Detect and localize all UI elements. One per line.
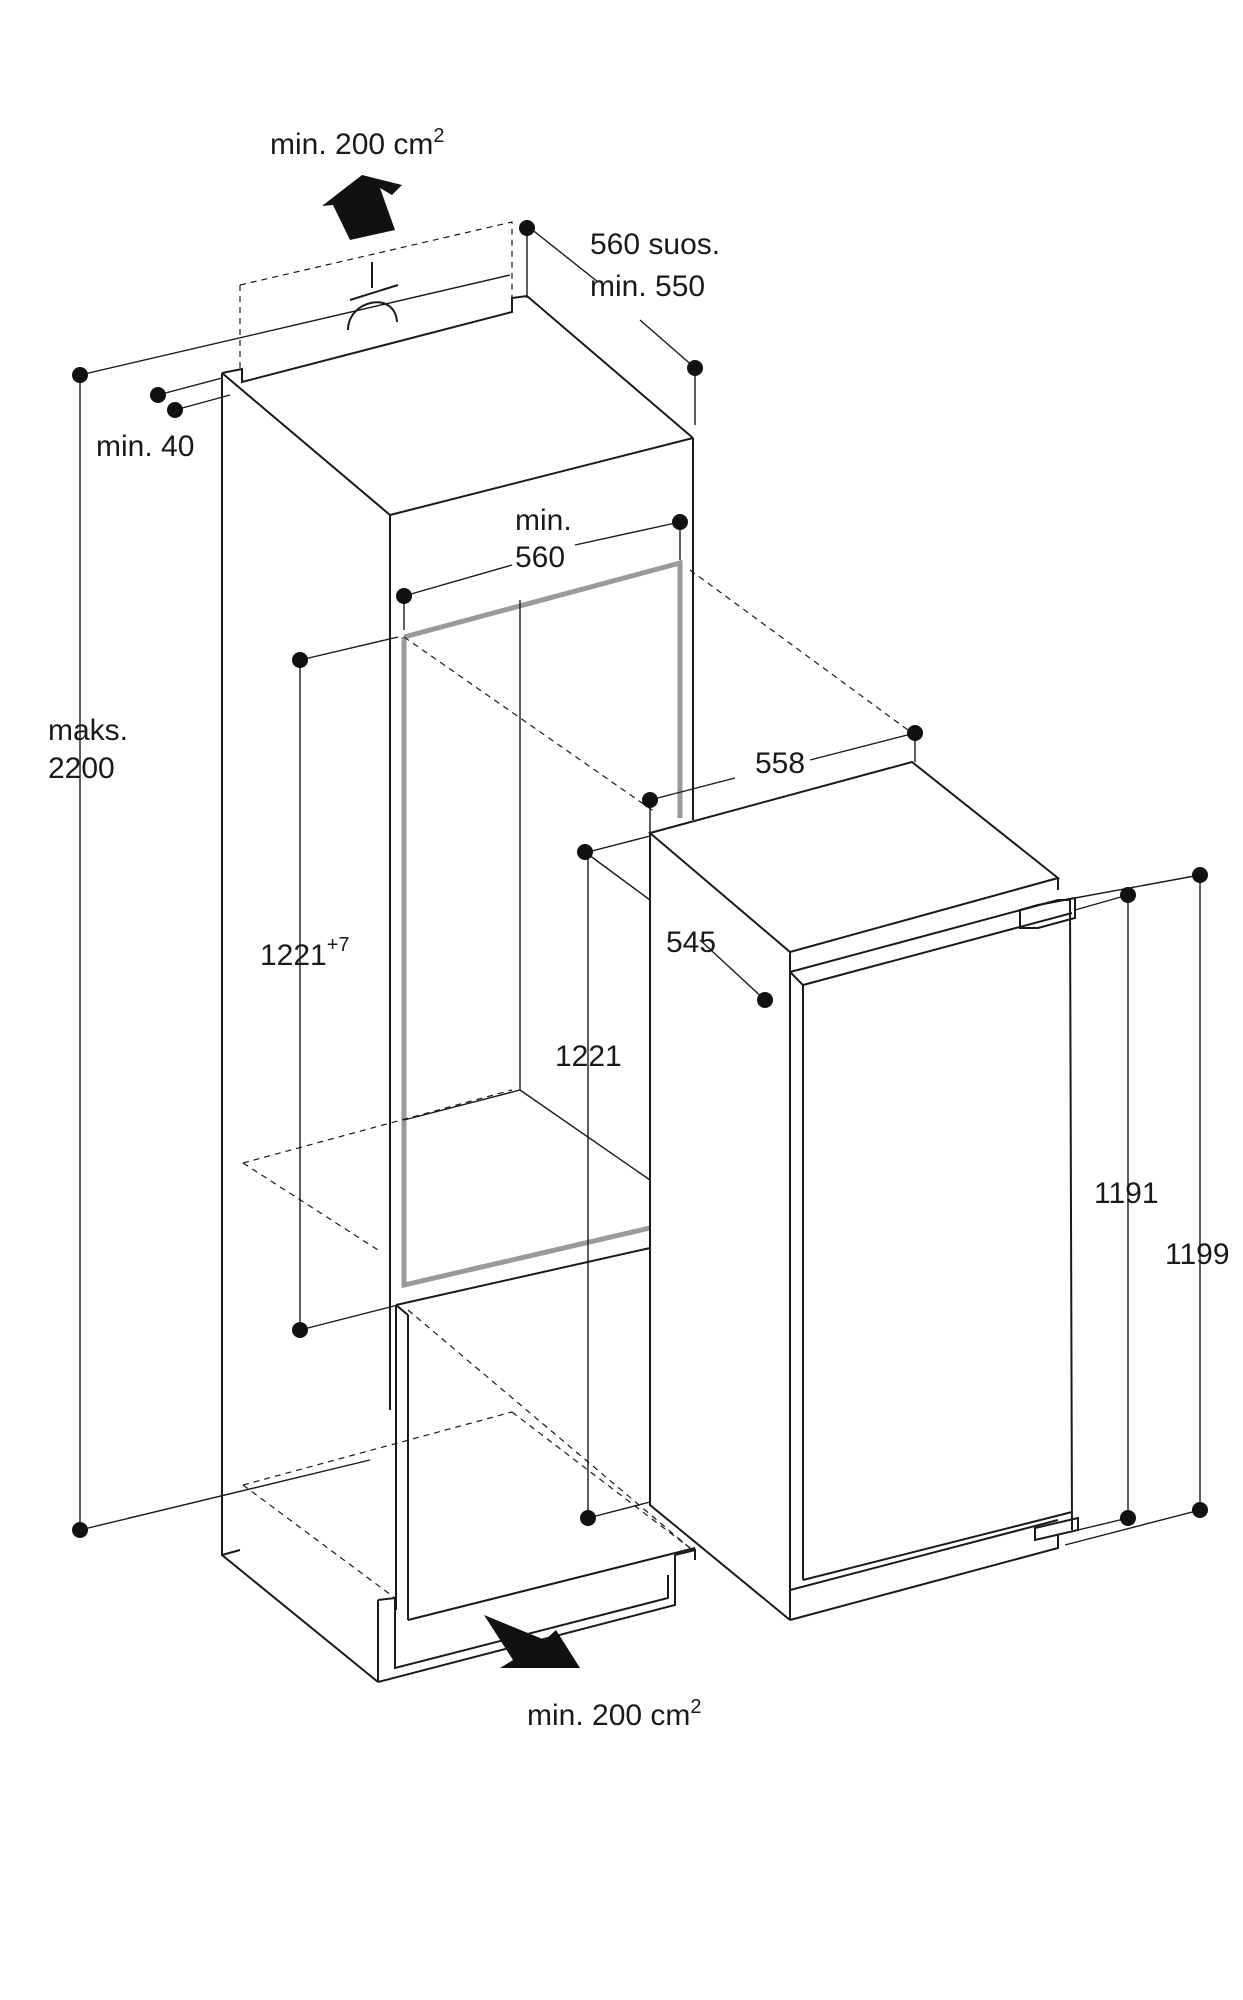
label-gap-min: min. 40 bbox=[96, 430, 194, 463]
label-depth-min: min. 550 bbox=[590, 270, 705, 303]
vent-arrow-up-icon bbox=[322, 175, 402, 240]
label-appliance-body-height: 1221 bbox=[555, 1040, 622, 1073]
label-appliance-width: 558 bbox=[755, 747, 805, 780]
label-vent-bottom: min. 200 cm2 bbox=[527, 1696, 702, 1732]
dimension-lines bbox=[79, 227, 1201, 1546]
label-max-height-word: maks. bbox=[48, 714, 128, 747]
dimension-dots bbox=[72, 220, 1208, 1538]
label-door-height-1: 1191 bbox=[1094, 1177, 1159, 1210]
niche-opening bbox=[401, 559, 683, 1289]
label-niche-width-value: 560 bbox=[515, 541, 565, 574]
appliance-body bbox=[647, 760, 1079, 1621]
label-appliance-depth: 545 bbox=[666, 926, 716, 959]
label-depth-recommended: 560 suos. bbox=[590, 228, 720, 261]
top-vent-outline bbox=[239, 221, 513, 370]
vent-arrow-in-icon bbox=[484, 1615, 580, 1668]
label-vent-top: min. 200 cm2 bbox=[270, 125, 445, 161]
projection-lines bbox=[242, 569, 913, 1599]
cabinet-housing bbox=[221, 294, 696, 1683]
label-door-height-2: 1199 bbox=[1165, 1238, 1230, 1271]
label-max-height-value: 2200 bbox=[48, 752, 115, 785]
dimension-labels: min. 200 cm2 560 suos. min. 550 min. 40 … bbox=[48, 125, 1230, 1732]
label-niche-width-word: min. bbox=[515, 504, 572, 537]
label-niche-height: 1221+7 bbox=[260, 934, 350, 972]
